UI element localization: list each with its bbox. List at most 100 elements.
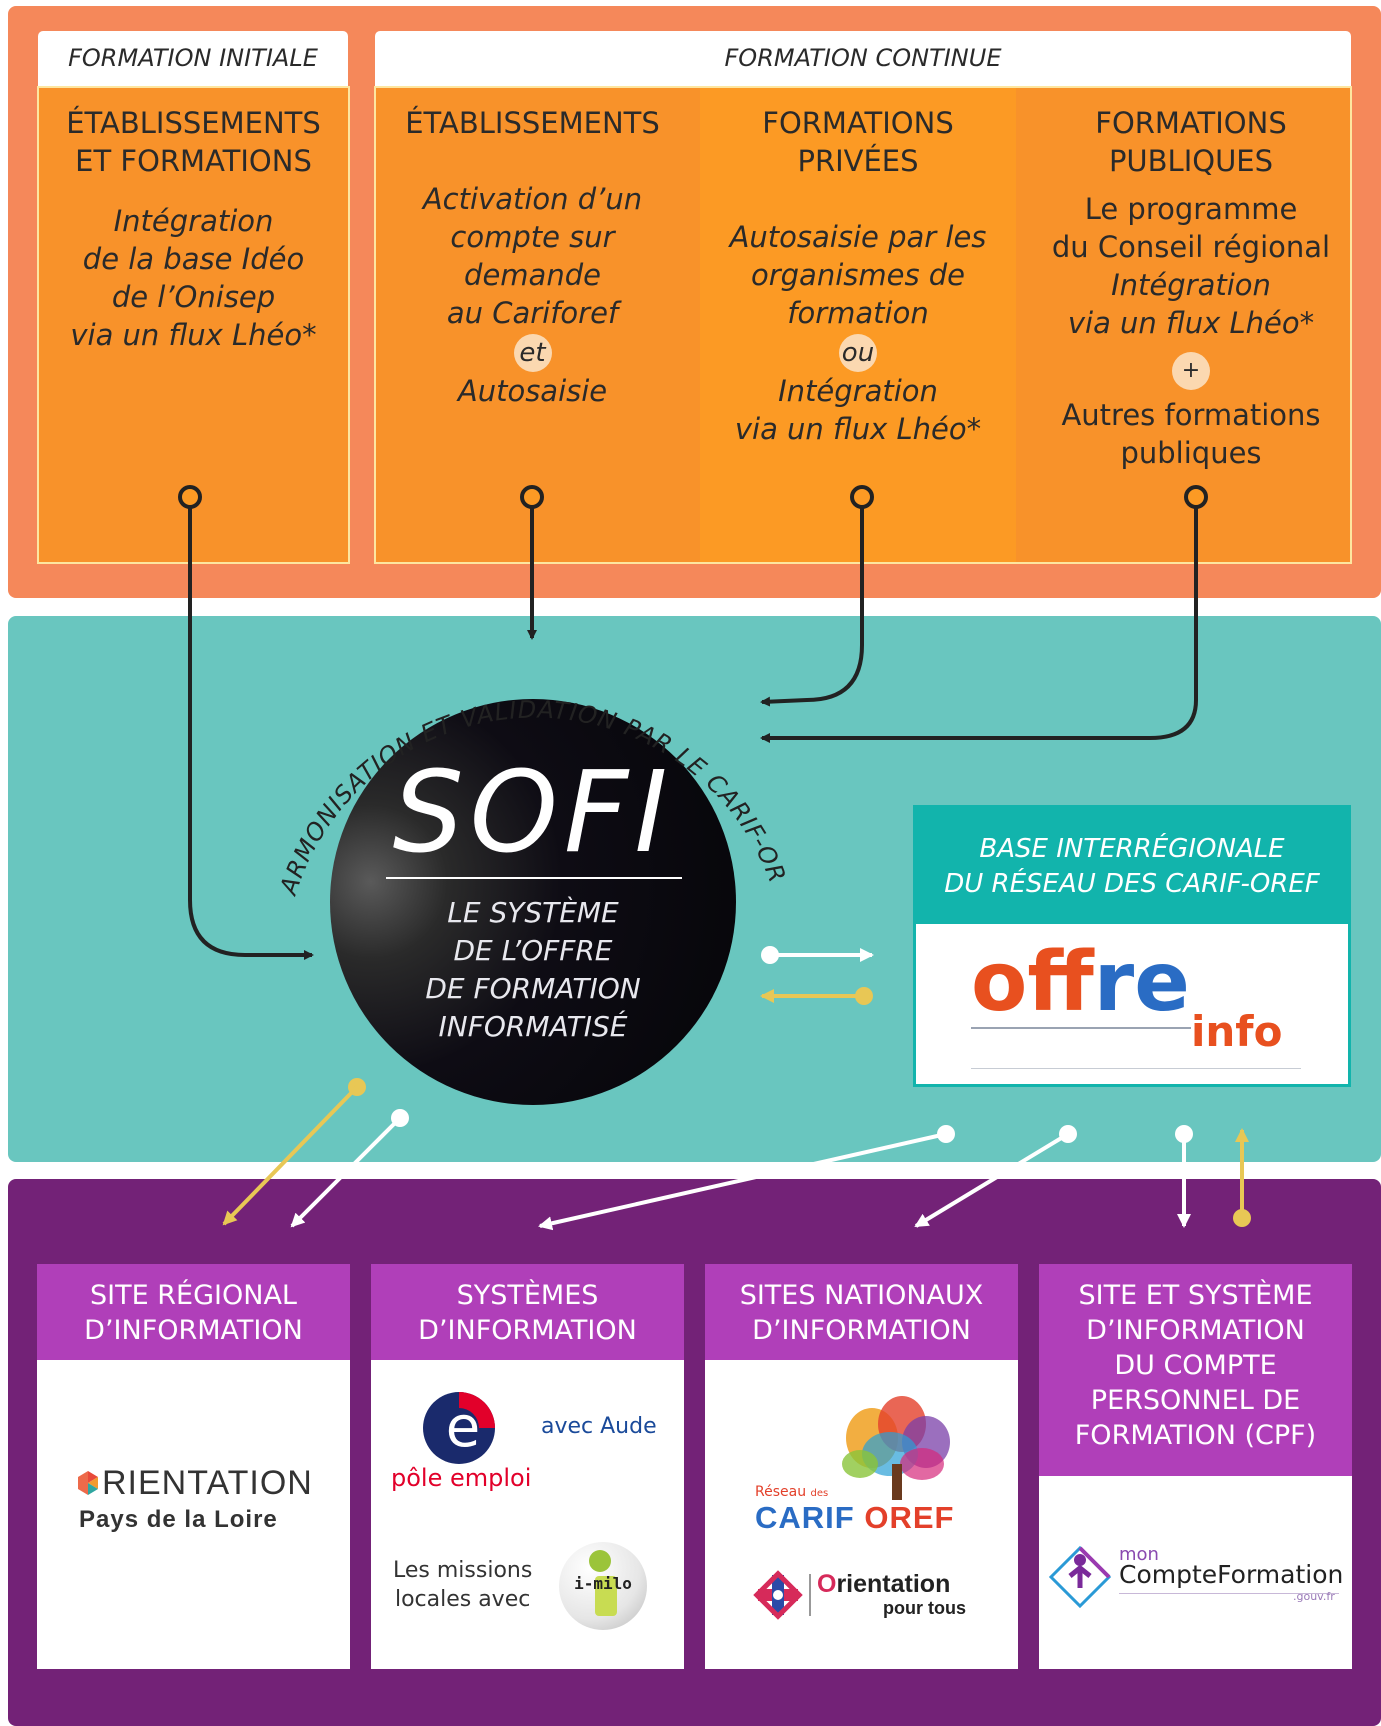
sofi-description: LE SYSTÈME DE L’OFFRE DE FORMATION INFOR…	[330, 894, 736, 1046]
svg-text:e: e	[446, 1395, 480, 1460]
formation-initiale-panel: ÉTABLISSEMENTS ET FORMATIONS Intégration…	[37, 86, 350, 564]
sofi-sphere: SOFI LE SYSTÈME DE L’OFFRE DE FORMATION …	[330, 699, 736, 1105]
col-text: Activation d’un compte sur demande au Ca…	[376, 180, 689, 410]
missions-locales-text: Les missions locales avec	[393, 1556, 532, 1614]
card-header: SITE RÉGIONAL D’INFORMATION	[37, 1264, 350, 1360]
orientation-pour-tous-logo[interactable]: Orientation pour tous	[753, 1570, 993, 1620]
col-line: compte sur	[450, 220, 615, 254]
card-header-line: D’INFORMATION	[1086, 1315, 1305, 1346]
connector-et-pill: et	[513, 334, 552, 372]
card-header-line: PERSONNEL DE	[1090, 1385, 1301, 1416]
card-header-line: SYSTÈMES	[456, 1280, 599, 1311]
card-header: SITES NATIONAUX D’INFORMATION	[705, 1264, 1018, 1360]
card-header: SYSTÈMES D’INFORMATION	[371, 1264, 684, 1360]
card-header-line: SITE ET SYSTÈME	[1078, 1280, 1313, 1311]
col-line: organismes de	[750, 258, 966, 292]
base-header-line: BASE INTERRÉGIONALE	[979, 834, 1285, 864]
orientation-word: Orientation	[817, 1570, 951, 1598]
base-header-line: DU RÉSEAU DES CARIF-OREF	[944, 869, 1320, 899]
reseau-carif-oref-logo[interactable]: Réseau des CARIF OREF	[755, 1394, 985, 1535]
gouv-text: .gouv.fr	[1293, 1590, 1335, 1603]
logo-rule	[1119, 1593, 1339, 1594]
orientation-mark-icon	[78, 1471, 98, 1495]
col-line: au Cariforef	[446, 296, 619, 330]
col-etablissements-formations: ÉTABLISSEMENTS ET FORMATIONS Intégration…	[39, 104, 348, 354]
sofi-divider	[386, 877, 682, 879]
offre-letters: offre	[971, 935, 1190, 1030]
info-word: info	[1191, 1007, 1283, 1056]
card-header-line: DU COMPTE	[1114, 1350, 1277, 1381]
col-text: Intégration via un flux Lhéo*	[1032, 266, 1350, 342]
pour-tous-text: pour tous	[883, 1598, 966, 1618]
sofi-desc-line: LE SYSTÈME	[447, 896, 619, 929]
col-title: FORMATIONS PRIVÉES	[762, 106, 954, 178]
sofi-title: SOFI	[392, 748, 674, 878]
pays-de-la-loire-text: Pays de la Loire	[79, 1506, 278, 1533]
formation-continue-panel: ÉTABLISSEMENTS Activation d’un compte su…	[374, 86, 1352, 564]
col-line: Autosaisie	[457, 374, 608, 408]
pole-emploi-logo[interactable]: e pôle emploi	[391, 1390, 541, 1492]
offre-word: offre	[971, 938, 1190, 1028]
base-interregionale-box: BASE INTERRÉGIONALE DU RÉSEAU DES CARIF-…	[913, 805, 1351, 1087]
card-header-line: D’INFORMATION	[84, 1315, 303, 1346]
logo-rule	[971, 1027, 1191, 1029]
offre-letter: f	[1027, 935, 1094, 1030]
i-milo-logo[interactable]: i-milo	[559, 1542, 647, 1630]
col-line: demande	[464, 258, 601, 292]
avec-aude-text: avec Aude	[541, 1414, 657, 1439]
carif-word: CARIF	[755, 1500, 855, 1535]
reseau-des-word: des	[810, 1488, 829, 1499]
col-text: Autres formations publiques	[1032, 396, 1350, 472]
offre-letter: e	[1134, 935, 1190, 1030]
sofi-desc-line: DE FORMATION	[425, 972, 641, 1005]
col-line: de l’Onisep	[111, 280, 276, 314]
mon-text: mon	[1119, 1544, 1159, 1565]
connector-ou-pill: ou	[839, 334, 877, 372]
formation-initiale-header: FORMATION INITIALE	[38, 31, 348, 87]
col-formations-privees: FORMATIONS PRIVÉES Autosaisie par les or…	[700, 88, 1016, 562]
col-title: ÉTABLISSEMENTS	[405, 106, 660, 140]
col-line: Intégration	[1111, 268, 1271, 302]
col-line: Autres formations	[1061, 398, 1321, 432]
pole-emploi-text: pôle emploi	[391, 1464, 532, 1492]
col-title-line: PUBLIQUES	[1108, 144, 1274, 178]
orientation-rest: rientation	[836, 1570, 951, 1598]
compte-formation-icon	[1048, 1545, 1112, 1609]
col-text: Autosaisie par les organismes de formati…	[700, 218, 1016, 448]
col-title: ÉTABLISSEMENTS ET FORMATIONS	[39, 104, 348, 180]
sofi-desc-line: INFORMATISÉ	[438, 1010, 628, 1043]
card-header-line: D’INFORMATION	[418, 1315, 637, 1346]
formation-continue-header: FORMATION CONTINUE	[375, 31, 1351, 87]
connector-plus-pill: +	[1172, 352, 1210, 390]
missions-line: Les missions	[393, 1558, 533, 1583]
col-line: Intégration	[778, 374, 938, 408]
missions-line: locales avec	[394, 1587, 531, 1612]
i-milo-text: i-milo	[574, 1574, 632, 1593]
logo-separator	[809, 1574, 811, 1616]
col-line: Autosaisie par les	[729, 220, 987, 254]
col-etablissements: ÉTABLISSEMENTS Activation d’un compte su…	[376, 104, 689, 410]
col-formations-publiques: FORMATIONS PUBLIQUES Le programme du Con…	[1032, 104, 1350, 472]
card-systemes-information: SYSTÈMES D’INFORMATION e pôle emploi ave…	[371, 1264, 684, 1669]
offre-info-logo: offre info	[971, 938, 1301, 1069]
card-header-line: SITES NATIONAUX	[739, 1280, 984, 1311]
card-header: SITE ET SYSTÈME D’INFORMATION DU COMPTE …	[1039, 1264, 1352, 1476]
card-header-line: SITE RÉGIONAL	[90, 1280, 297, 1311]
col-title-line: ÉTABLISSEMENTS	[66, 106, 321, 140]
col-title-line: ET FORMATIONS	[75, 144, 312, 178]
card-sites-nationaux: SITES NATIONAUX D’INFORMATION Réseau des…	[705, 1264, 1018, 1669]
offre-letter: r	[1093, 935, 1135, 1030]
tree-icon	[842, 1396, 950, 1500]
sofi-desc-line: DE L’OFFRE	[453, 934, 613, 967]
col-line: formation	[787, 296, 929, 330]
compte-formation-text: CompteFormation	[1119, 1560, 1344, 1589]
card-cpf: SITE ET SYSTÈME D’INFORMATION DU COMPTE …	[1039, 1264, 1352, 1669]
mon-compte-formation-logo[interactable]: mon CompteFormation .gouv.fr	[1045, 1542, 1345, 1612]
offre-letter: o	[971, 935, 1028, 1030]
col-title-line: FORMATIONS	[1095, 106, 1287, 140]
base-header: BASE INTERRÉGIONALE DU RÉSEAU DES CARIF-…	[916, 808, 1348, 924]
i-milo-bar-icon	[595, 1576, 617, 1616]
col-line: via un flux Lhéo*	[70, 318, 317, 352]
pole-emploi-e-icon: e	[423, 1392, 495, 1464]
i-milo-dot-icon	[589, 1550, 611, 1572]
